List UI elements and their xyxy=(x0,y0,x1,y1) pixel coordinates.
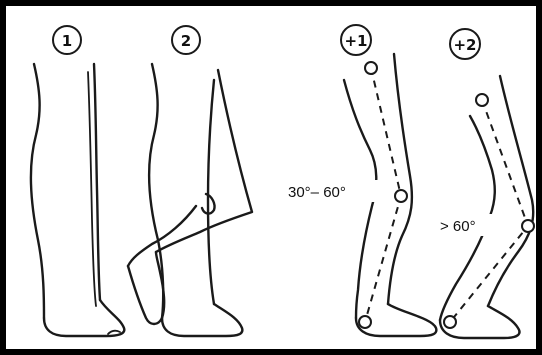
ankle-marker-plus1 xyxy=(359,316,371,328)
badge-label-plus1: +1 xyxy=(344,32,367,50)
leg-2-front xyxy=(208,80,214,304)
foot-2-raised xyxy=(128,252,164,324)
badge-label-plus2: +2 xyxy=(453,36,476,54)
panel-1: 1 xyxy=(31,26,124,336)
angle-label-plus1: 30°– 60° xyxy=(288,184,346,201)
leg-2-raised-thigh xyxy=(156,70,252,252)
panel-plus2: +2 > 60° xyxy=(438,29,534,338)
badge-label-1: 1 xyxy=(62,32,72,50)
badge-label-2: 2 xyxy=(181,32,191,50)
leg-plus1-front xyxy=(388,54,412,304)
hip-marker-plus2 xyxy=(476,94,488,106)
angle-label-plus2: > 60° xyxy=(440,218,476,235)
knee-marker-plus1 xyxy=(395,190,407,202)
panel-2: 2 xyxy=(128,26,252,336)
leg-1-back xyxy=(31,64,44,318)
knee-marker-plus2 xyxy=(522,220,534,232)
foot-1-toes xyxy=(108,331,120,334)
ankle-marker-plus2 xyxy=(444,316,456,328)
foot-2 xyxy=(162,304,242,336)
hip-marker-plus1 xyxy=(365,62,377,74)
leg-1-front xyxy=(94,64,100,300)
alignment-line-plus2 xyxy=(450,100,528,322)
panel-plus1: +1 30°– 60° xyxy=(284,25,436,336)
